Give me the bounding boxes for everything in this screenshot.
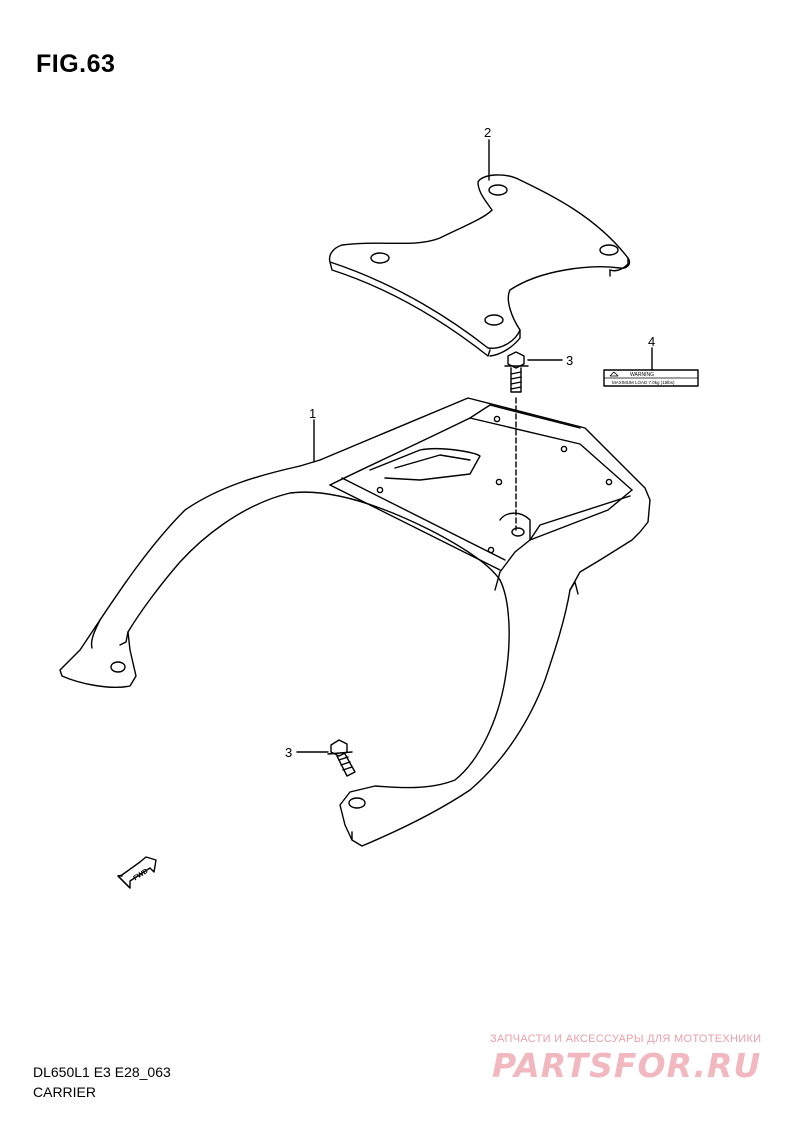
sticker-text: MAXIMUM LOAD 7.0kg (15lbs) xyxy=(612,380,675,385)
warning-label-sticker xyxy=(603,369,699,387)
bolt-bottom xyxy=(327,739,356,777)
carrier-plate xyxy=(328,174,631,357)
callout-1: 1 xyxy=(309,406,316,421)
carrier-frame xyxy=(59,397,651,847)
callout-4: 4 xyxy=(648,334,655,349)
watermark-logo: PARTSFOR.RU xyxy=(492,1046,762,1085)
forward-direction-arrow xyxy=(117,856,157,889)
figure-title: FIG.63 xyxy=(36,50,116,78)
model-code: DL650L1 E3 E28_063 xyxy=(33,1064,171,1080)
callout-3-top: 3 xyxy=(566,353,573,368)
callout-3-bottom: 3 xyxy=(285,745,292,760)
section-name: CARRIER xyxy=(33,1084,97,1100)
callout-2: 2 xyxy=(484,125,491,140)
watermark-tagline: ЗАПЧАСТИ И АКСЕССУАРЫ ДЛЯ МОТОТЕХНИКИ xyxy=(490,1033,762,1045)
sticker-heading: WARNING xyxy=(630,372,654,378)
bolt-top xyxy=(504,351,529,393)
